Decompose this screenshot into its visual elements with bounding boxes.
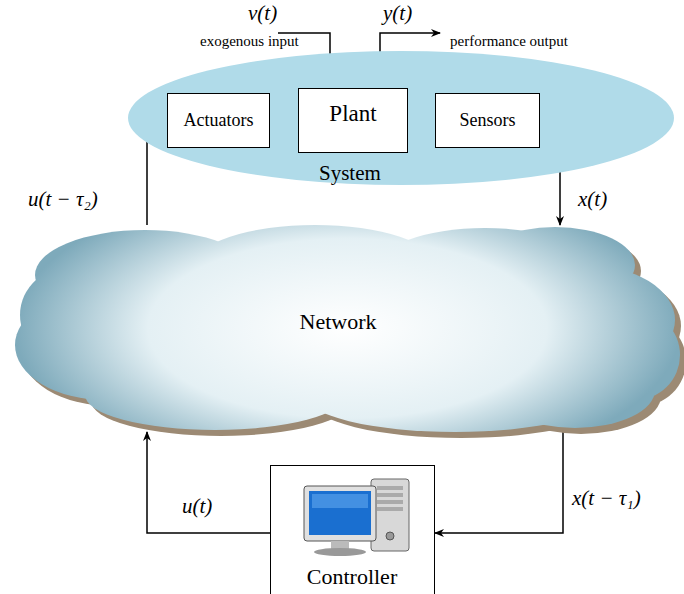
box-label: Controller bbox=[307, 565, 397, 589]
process-box: Sensors bbox=[435, 93, 540, 148]
controller-box: Controller bbox=[270, 465, 435, 594]
box-label: Sensors bbox=[459, 111, 515, 131]
edge-label: x(t − τ₁) bbox=[572, 487, 641, 510]
signal-note: performance output bbox=[450, 33, 568, 50]
edge-label: u(t) bbox=[182, 495, 212, 518]
system-region: System Actuators Plant Sensors bbox=[127, 50, 675, 186]
box-label: Plant bbox=[329, 101, 376, 126]
signal-name: v(t) bbox=[248, 2, 277, 25]
signal-arrow bbox=[435, 432, 563, 533]
process-box: Plant bbox=[298, 88, 408, 153]
process-box: Actuators bbox=[167, 93, 270, 148]
computer-icon bbox=[271, 466, 436, 566]
signal-name: y(t) bbox=[383, 2, 412, 25]
signal-note: exogenous input bbox=[200, 33, 299, 50]
edge-label: x(t) bbox=[578, 188, 607, 211]
region-label: System bbox=[319, 162, 381, 185]
edge-label: u(t − τ₂) bbox=[28, 188, 98, 211]
box-label: Actuators bbox=[184, 111, 254, 131]
signal-arrow bbox=[147, 432, 270, 533]
cloud-label: Network bbox=[300, 310, 377, 334]
network-cloud: Network bbox=[15, 225, 680, 432]
